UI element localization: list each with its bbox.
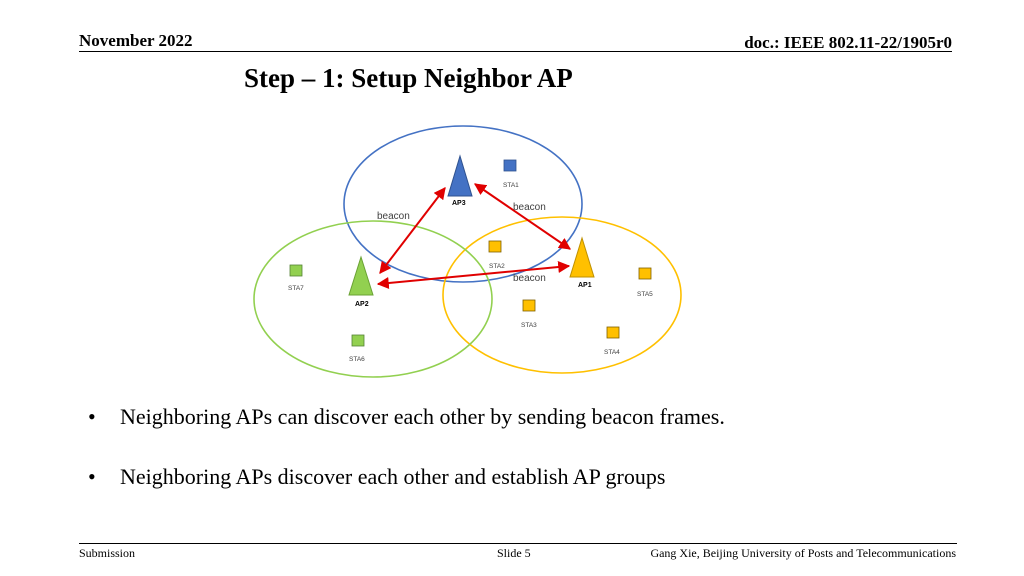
- ap2-triangle: [348, 255, 374, 296]
- slide-title: Step – 1: Setup Neighbor AP: [244, 63, 573, 93]
- footer-divider: [79, 543, 957, 544]
- sta4-label: STA4: [604, 349, 620, 356]
- ap2-coverage-circle: [253, 220, 493, 378]
- ap1-triangle: [569, 236, 595, 278]
- sta2-label: STA2: [489, 263, 505, 270]
- header-date: November 2022: [79, 31, 193, 50]
- sta5-label: STA5: [637, 291, 653, 298]
- network-diagram-canvas: AP3 AP1 AP2 STA1 STA2 STA3 STA4 STA5 STA…: [253, 125, 682, 378]
- sta7-label: STA7: [288, 285, 304, 292]
- beacon-arrow-ap2-ap3: [379, 187, 446, 274]
- sta2-icon: [488, 240, 502, 253]
- sta7-icon: [289, 264, 303, 277]
- sta1-icon: [503, 159, 517, 172]
- footer-submission: Submission: [79, 546, 136, 560]
- sta3-icon: [522, 299, 536, 312]
- network-diagram: AP3 AP1 AP2 STA1 STA2 STA3 STA4 STA5 STA…: [240, 118, 700, 388]
- bullet-item: • Neighboring APs discover each other an…: [88, 460, 725, 520]
- ap1-label: AP1: [578, 282, 592, 289]
- beacon-label-ap2-ap3: beacon: [377, 211, 410, 222]
- bullet-text: Neighboring APs can discover each other …: [120, 404, 725, 429]
- sta1-label: STA1: [503, 182, 519, 189]
- sta3-label: STA3: [521, 322, 537, 329]
- bullet-text: Neighboring APs discover each other and …: [120, 464, 666, 489]
- footer-author: Gang Xie, Beijing University of Posts an…: [650, 546, 956, 560]
- ap3-triangle: [447, 154, 473, 197]
- bullet-marker: •: [88, 404, 96, 429]
- bullet-list: • Neighboring APs can discover each othe…: [88, 400, 725, 520]
- header-divider: [79, 51, 952, 52]
- footer-slide-number: Slide 5: [497, 546, 531, 560]
- beacon-arrow-ap1-ap2: [376, 261, 571, 289]
- ap3-label: AP3: [452, 200, 466, 207]
- sta6-label: STA6: [349, 356, 365, 363]
- ap2-label: AP2: [355, 301, 369, 308]
- header-doc-id: doc.: IEEE 802.11-22/1905r0: [744, 33, 952, 52]
- sta5-icon: [638, 267, 652, 280]
- beacon-label-ap3-ap1: beacon: [513, 202, 546, 213]
- beacon-label-ap1-ap2: beacon: [513, 273, 546, 284]
- bullet-marker: •: [88, 464, 96, 489]
- beacon-arrow-ap3-ap1: [474, 183, 571, 250]
- sta6-icon: [351, 334, 365, 347]
- bullet-item: • Neighboring APs can discover each othe…: [88, 400, 725, 460]
- sta4-icon: [606, 326, 620, 339]
